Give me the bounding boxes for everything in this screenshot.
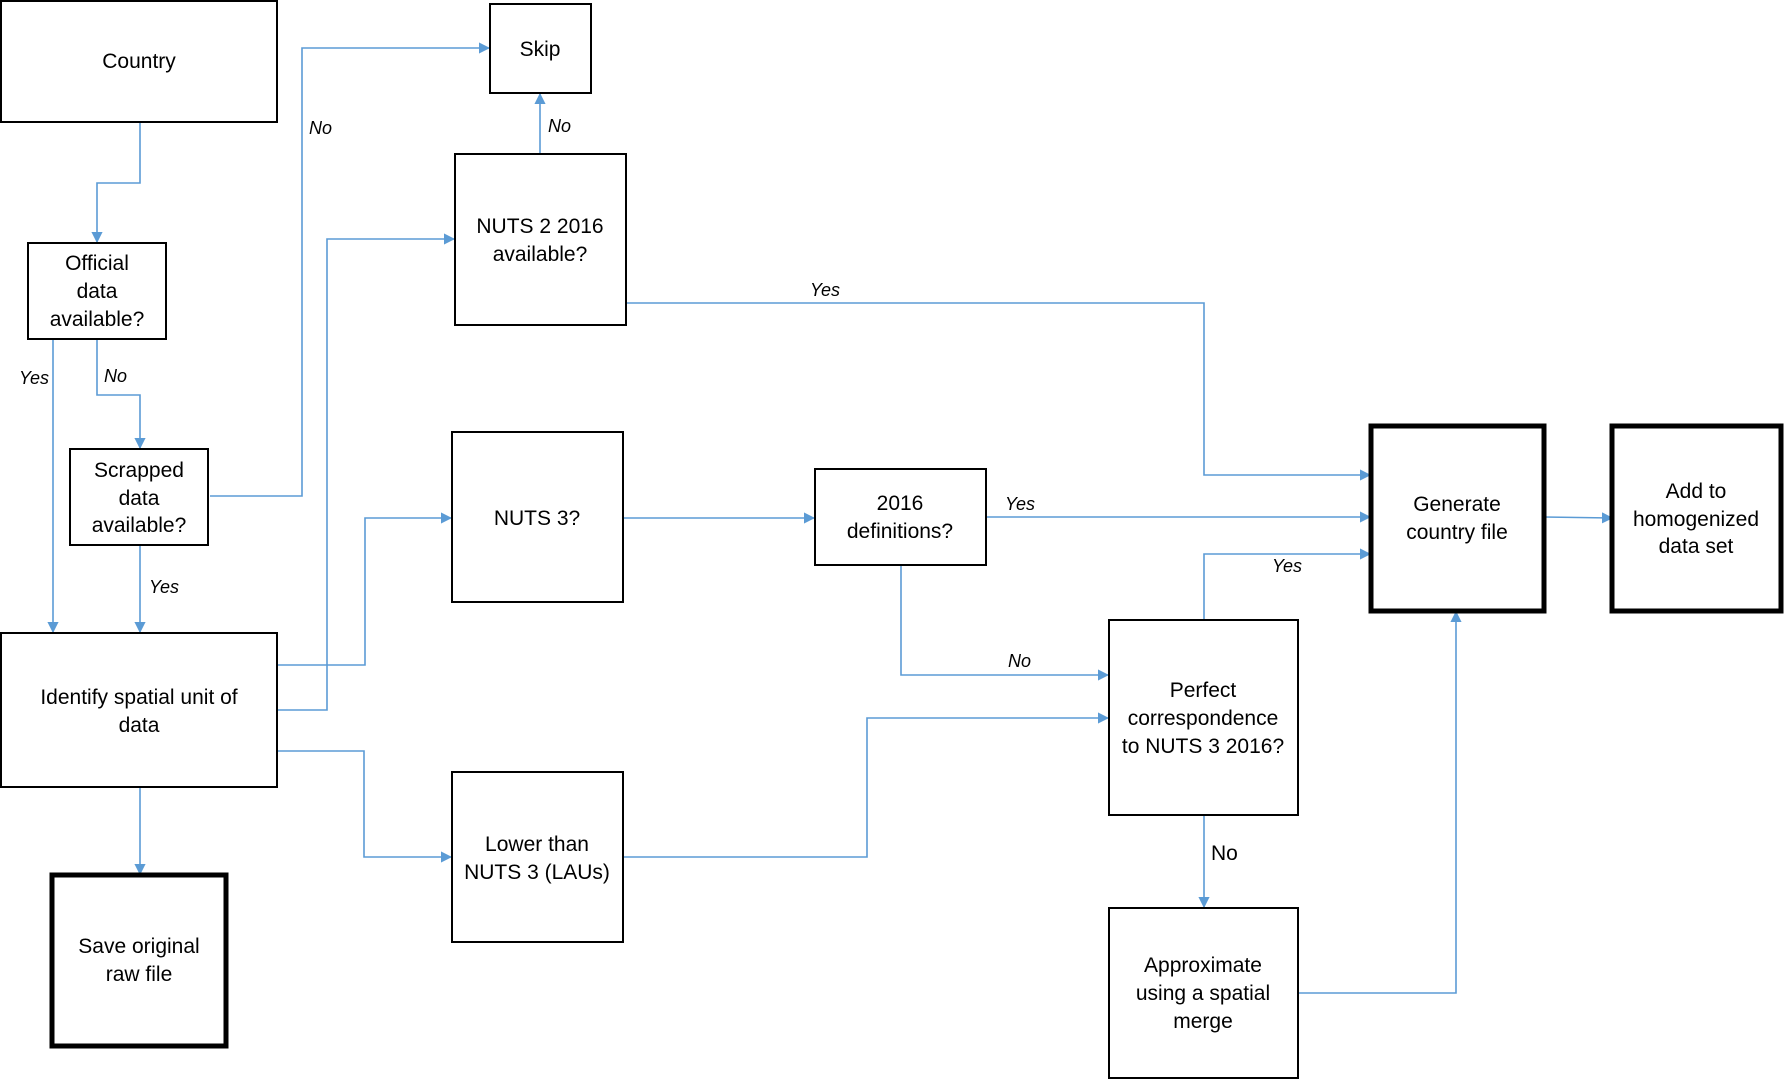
edge-identify-to-nuts2 [278,233,456,711]
node-perfect-line-1: Perfect [1170,679,1237,702]
node-scrapped-data: Scrapped data available? [69,448,209,546]
label-nuts2-no: No [548,116,571,136]
edge-identify-to-lower [278,750,453,863]
node-nuts2-2016: NUTS 2 2016 available? [454,153,627,326]
connectors [47,42,1614,994]
edge-scrapped-to-skip [210,42,491,497]
node-official-line-1: Official [65,252,129,275]
label-scrapped-no: No [309,118,332,138]
edge-perfect-to-generate [1203,548,1372,620]
edge-official-to-scrapped [96,340,146,450]
node-identify-spatial-unit: Identify spatial unit of data [0,632,278,788]
node-definitions-line-1: 2016 [877,492,924,515]
node-save-line-2: raw file [106,963,173,986]
edge-generate-to-add [1543,512,1614,524]
node-save-line-1: Save original [78,935,199,958]
label-official-no: No [104,366,127,386]
node-perfect-line-2: correspondence [1128,707,1279,730]
node-add-to-dataset: Add to homogenized data set [1609,423,1784,614]
node-nuts2-line-2: available? [493,243,588,266]
node-add-line-2: homogenized [1633,508,1759,531]
label-scrapped-yes: Yes [149,577,179,597]
edge-nuts2-to-generate [627,302,1372,481]
node-skip-label: Skip [520,38,561,61]
edge-labels: No No Yes Yes No Yes Yes Yes No No [19,116,1302,865]
node-nuts3-label: NUTS 3? [494,507,580,530]
edge-country-to-official [91,123,141,244]
edge-identify-to-nuts3 [278,512,453,666]
node-country: Country [0,0,278,123]
edge-definitions-to-perfect [900,565,1110,681]
label-definitions-yes: Yes [1005,494,1035,514]
label-perfect-no: No [1211,842,1238,865]
label-nuts2-yes: Yes [810,280,840,300]
node-identify-line-2: data [119,714,160,737]
label-perfect-yes: Yes [1272,556,1302,576]
node-approximate-line-1: Approximate [1144,954,1262,977]
node-save-original: Save original raw file [49,872,229,1049]
node-scrapped-line-2: data [119,487,160,510]
node-add-line-3: data set [1659,535,1734,558]
node-lower-line-1: Lower than [485,833,589,856]
label-official-yes: Yes [19,368,49,388]
node-official-line-2: data [77,280,118,303]
node-approximate-line-2: using a spatial [1136,982,1270,1005]
label-definitions-no: No [1008,651,1031,671]
node-approximate-merge: Approximate using a spatial merge [1108,907,1299,1079]
node-approximate-line-3: merge [1173,1010,1233,1033]
node-official-data: Official data available? [27,242,167,340]
node-generate-country-file: Generate country file [1368,423,1547,614]
node-perfect-line-3: to NUTS 3 2016? [1122,735,1284,758]
node-country-label: Country [102,50,176,73]
edge-approximate-to-generate [1298,610,1462,994]
node-nuts2-line-1: NUTS 2 2016 [476,215,603,238]
node-nuts3: NUTS 3? [451,431,624,603]
node-generate-line-2: country file [1406,521,1508,544]
edge-lower-to-perfect [623,712,1110,858]
node-identify-line-1: Identify spatial unit of [40,686,237,709]
node-definitions-line-2: definitions? [847,520,953,543]
node-perfect-correspondence: Perfect correspondence to NUTS 3 2016? [1108,619,1299,816]
node-lower-line-2: NUTS 3 (LAUs) [464,861,610,884]
node-generate-line-1: Generate [1413,493,1501,516]
node-add-line-1: Add to [1666,480,1727,503]
node-skip: Skip [489,3,592,94]
node-official-line-3: available? [50,308,145,331]
node-lower-than-nuts3: Lower than NUTS 3 (LAUs) [451,771,624,943]
node-scrapped-line-3: available? [92,514,187,537]
node-2016-definitions: 2016 definitions? [814,468,987,566]
node-scrapped-line-1: Scrapped [94,459,184,482]
